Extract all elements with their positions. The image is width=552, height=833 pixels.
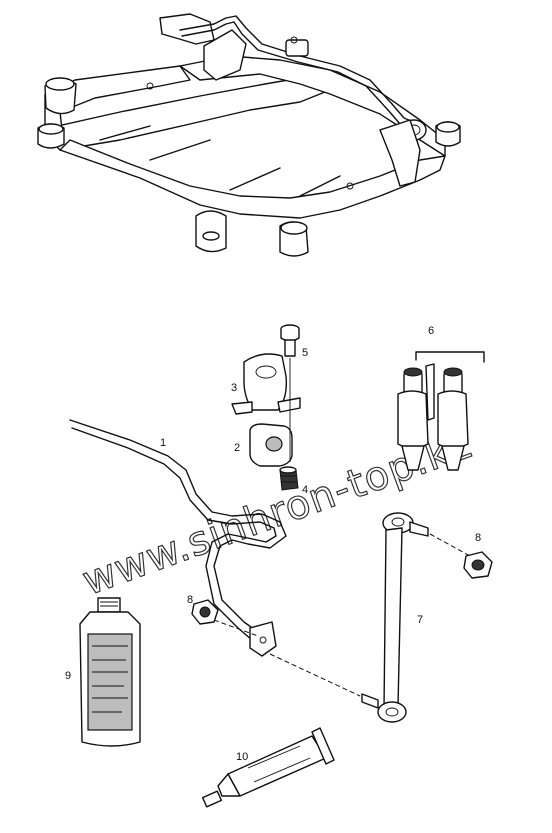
bushing-drawing xyxy=(249,423,293,467)
stabilizer-bar-drawing xyxy=(69,419,287,657)
label-part-4: 4 xyxy=(302,484,308,496)
bushing-clamp-drawing xyxy=(231,353,301,415)
label-part-1: 1 xyxy=(160,437,166,449)
grease-tube-drawing xyxy=(201,727,335,808)
assembly-line-lower xyxy=(213,619,361,697)
stabilizer-link-drawing xyxy=(361,512,429,723)
part-labels: 1 2 3 4 5 6 7 8 8 9 10 xyxy=(65,325,481,763)
label-part-8-lower: 8 xyxy=(187,594,193,606)
label-part-9: 9 xyxy=(65,670,71,682)
bolt-drawing xyxy=(280,324,300,462)
shock-absorbers-drawing xyxy=(397,351,485,471)
label-part-2: 2 xyxy=(234,442,240,454)
label-part-5: 5 xyxy=(302,347,308,359)
label-part-6: 6 xyxy=(428,325,434,337)
label-part-7: 7 xyxy=(417,614,423,626)
nut-drawing xyxy=(279,466,299,491)
label-part-8-upper: 8 xyxy=(475,532,481,544)
nut-8-lower-drawing xyxy=(191,599,219,625)
assembly-line-upper xyxy=(429,533,471,557)
fluid-bottle-drawing xyxy=(79,597,141,747)
label-part-10: 10 xyxy=(236,751,248,763)
front-subframe-drawing xyxy=(37,13,461,257)
nut-8-upper-drawing xyxy=(463,551,493,579)
label-part-3: 3 xyxy=(231,382,237,394)
